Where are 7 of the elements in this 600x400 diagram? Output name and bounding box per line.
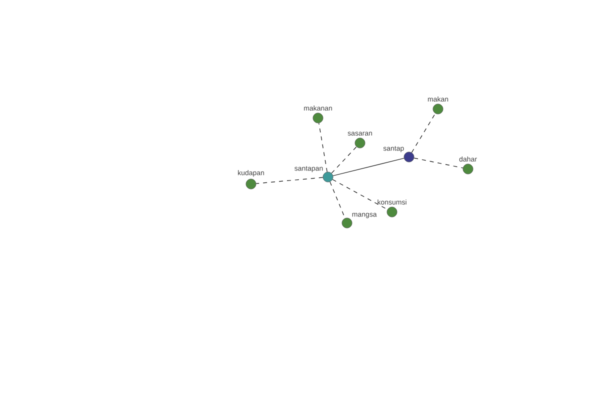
connector-line bbox=[332, 158, 404, 176]
connector-line bbox=[414, 158, 464, 168]
connector-line bbox=[331, 146, 357, 174]
connector-line bbox=[256, 177, 324, 184]
connector-line bbox=[332, 179, 388, 210]
connector-line bbox=[411, 113, 436, 153]
connector-line bbox=[318, 122, 328, 172]
